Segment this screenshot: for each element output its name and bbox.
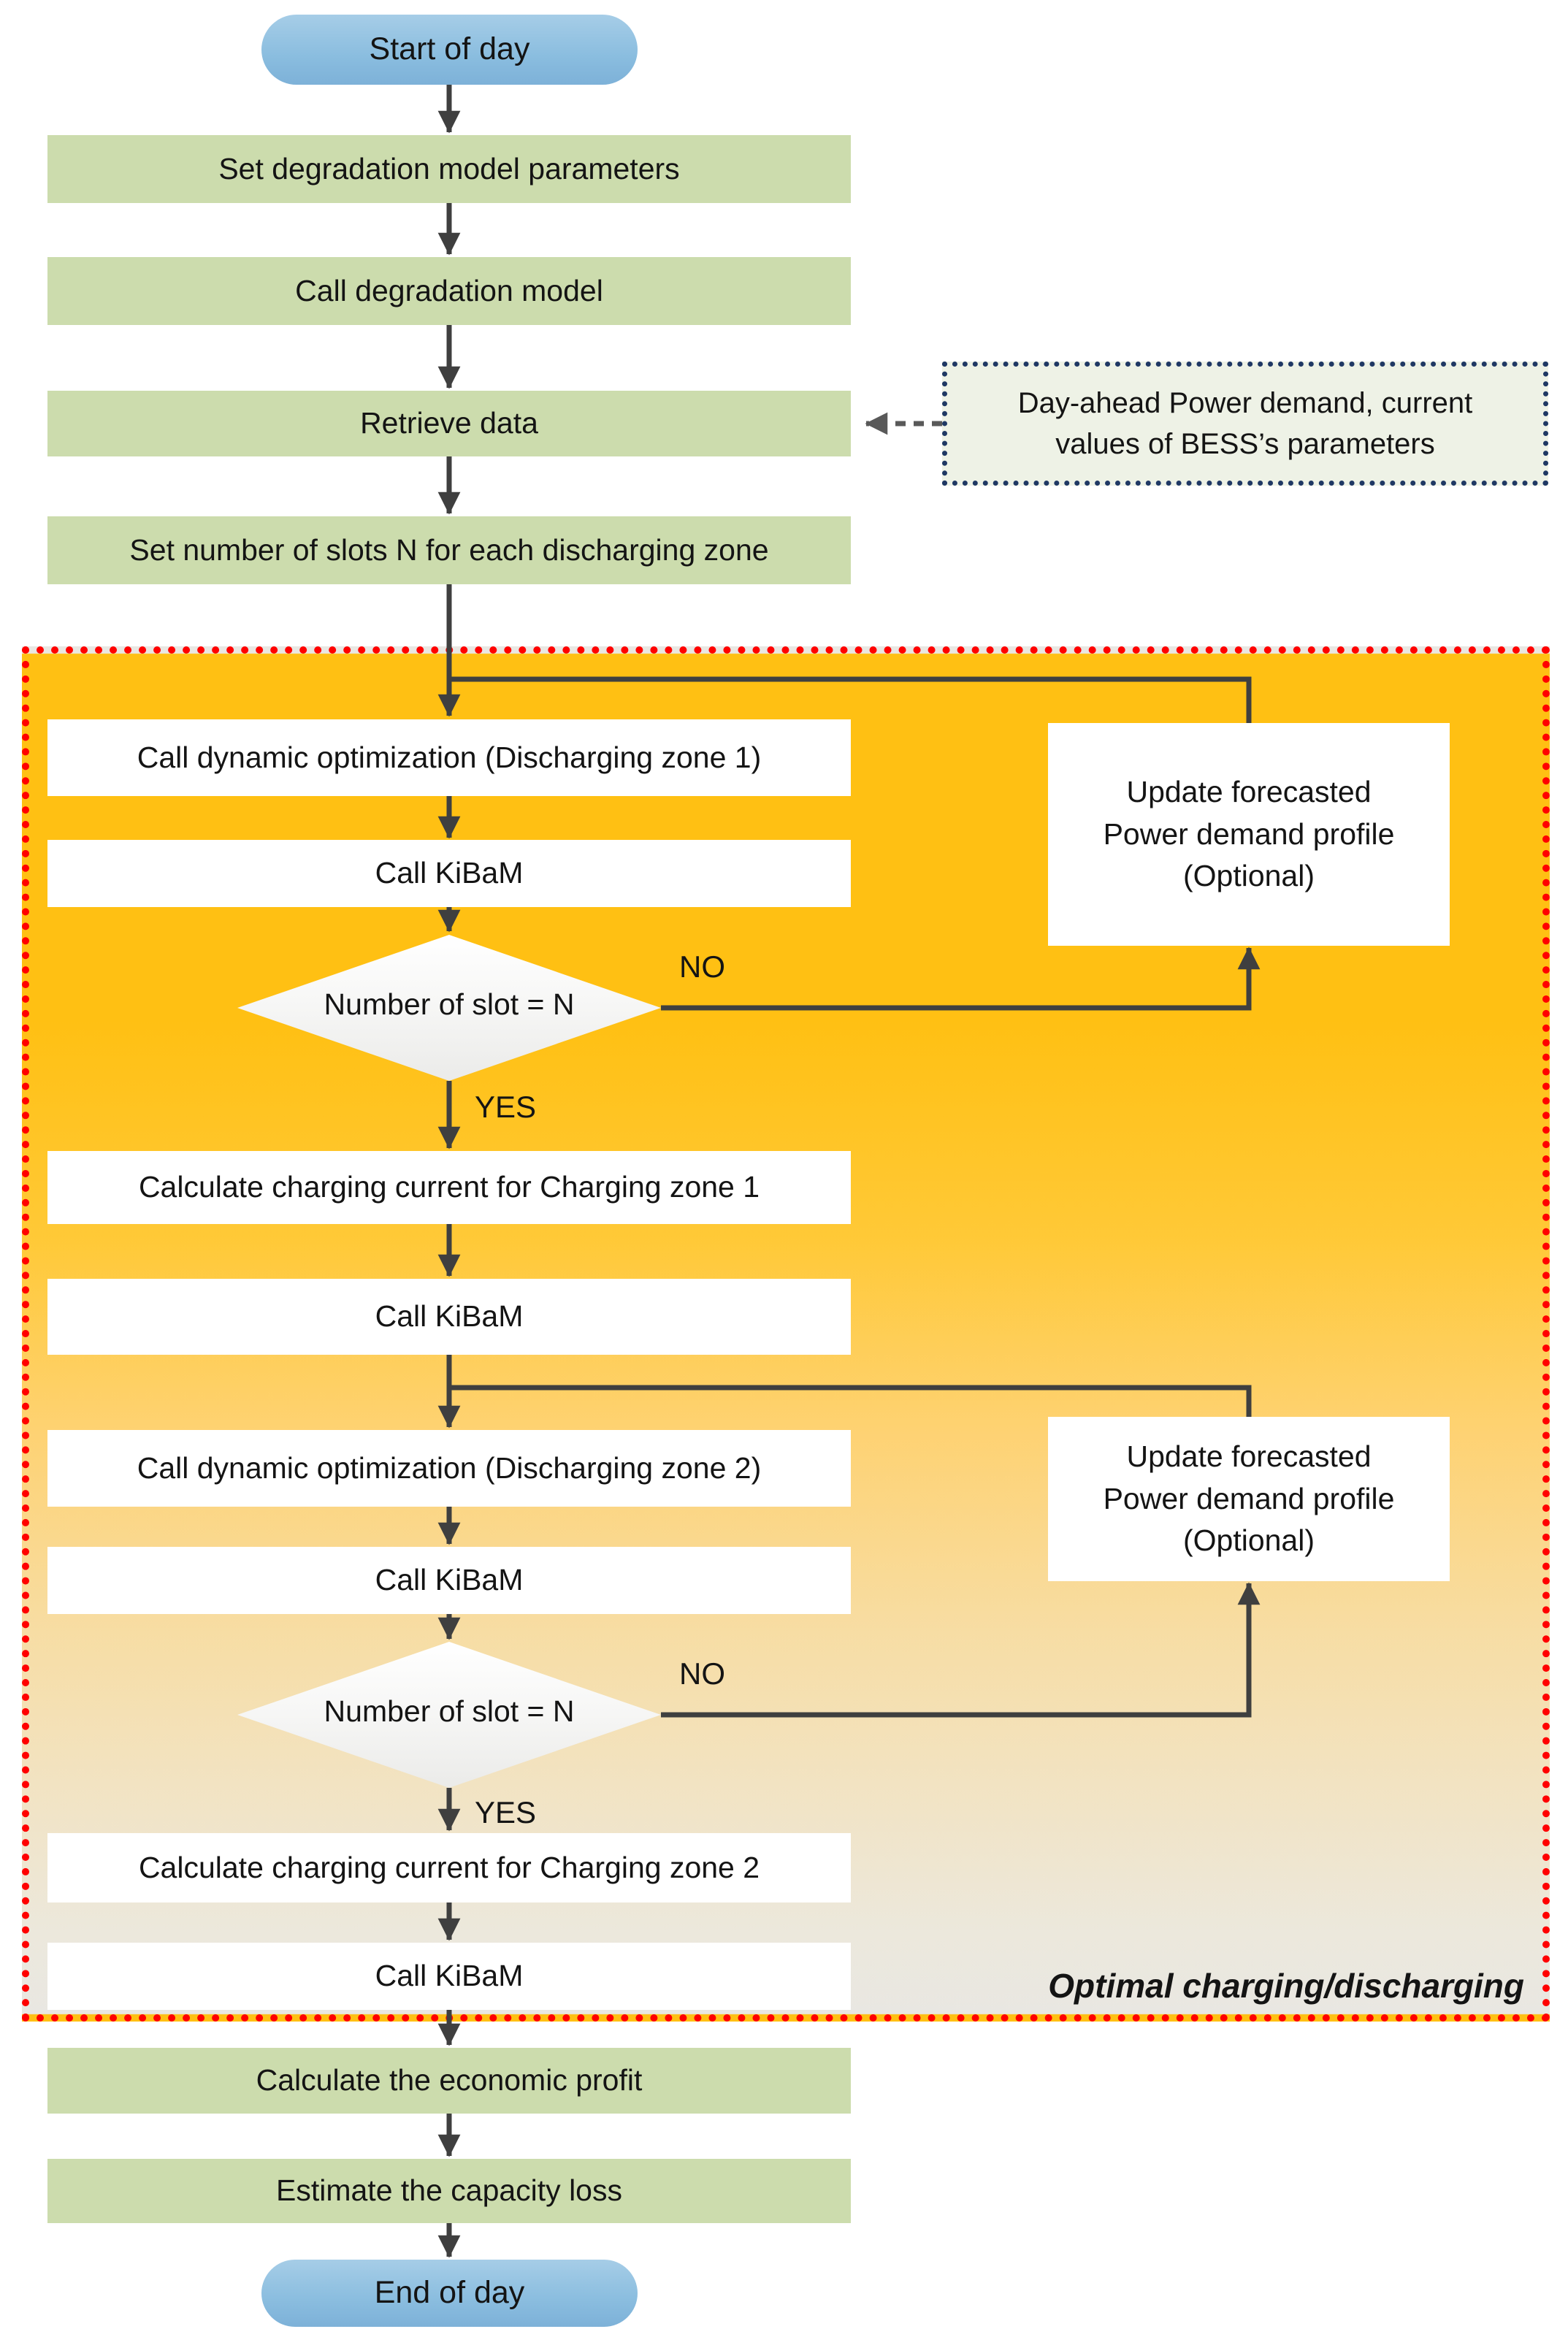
process-set-degradation-params: Set degradation model parameters bbox=[47, 135, 851, 203]
process-call-dynamic-optimization-zone1: Call dynamic optimization (Discharging z… bbox=[47, 719, 851, 796]
process-call-kibam-3: Call KiBaM bbox=[47, 1547, 851, 1614]
process-calc-charging-current-zone2: Calculate charging current for Charging … bbox=[47, 1833, 851, 1903]
process-calc-charging-current-zone1: Calculate charging current for Charging … bbox=[47, 1151, 851, 1224]
process-update-forecast-1: Update forecasted Power demand profile (… bbox=[1048, 723, 1450, 946]
start-terminator: Start of day bbox=[261, 15, 638, 85]
process-retrieve-data: Retrieve data bbox=[47, 391, 851, 456]
process-call-dynamic-optimization-zone2: Call dynamic optimization (Discharging z… bbox=[47, 1430, 851, 1507]
process-call-degradation-model: Call degradation model bbox=[47, 257, 851, 325]
process-call-kibam-2: Call KiBaM bbox=[47, 1279, 851, 1355]
decision2-label: Number of slot = N bbox=[324, 1694, 575, 1728]
decision1-yes-label: YES bbox=[475, 1090, 537, 1124]
decision1-no-label: NO bbox=[679, 949, 725, 984]
process-calculate-economic-profit: Calculate the economic profit bbox=[47, 2048, 851, 2114]
end-terminator: End of day bbox=[261, 2260, 638, 2327]
process-estimate-capacity-loss: Estimate the capacity loss bbox=[47, 2159, 851, 2223]
process-update-forecast-2: Update forecasted Power demand profile (… bbox=[1048, 1417, 1450, 1581]
decision2-no-label: NO bbox=[679, 1656, 725, 1691]
process-call-kibam-4: Call KiBaM bbox=[47, 1943, 851, 2010]
process-set-number-of-slots: Set number of slots N for each dischargi… bbox=[47, 516, 851, 584]
process-call-kibam-1: Call KiBaM bbox=[47, 840, 851, 907]
decision1-label: Number of slot = N bbox=[324, 987, 575, 1021]
region-caption: Optimal charging/discharging bbox=[1048, 1967, 1524, 2005]
data-note-day-ahead-demand: Day-ahead Power demand, current values o… bbox=[942, 362, 1548, 486]
decision2-yes-label: YES bbox=[475, 1795, 537, 1829]
